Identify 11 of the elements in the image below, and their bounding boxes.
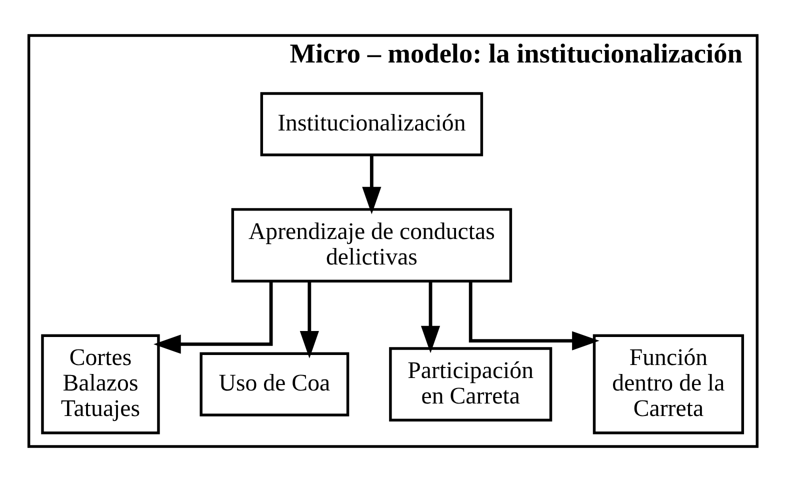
node-box: Función dentro de la Carreta: [592, 334, 744, 434]
node-box: Participación en Carreta: [389, 347, 552, 422]
node-box: Cortes Balazos Tatuajes: [41, 334, 160, 434]
node-box: Aprendizaje de conductas delictivas: [231, 208, 512, 282]
arrow: [154, 282, 273, 354]
node-box: Uso de Coa: [200, 352, 350, 416]
arrow: [420, 282, 440, 354]
arrow: [468, 281, 600, 350]
arrow: [300, 282, 319, 358]
arrow: [362, 155, 382, 214]
node-box: Institucionalización: [260, 92, 484, 156]
